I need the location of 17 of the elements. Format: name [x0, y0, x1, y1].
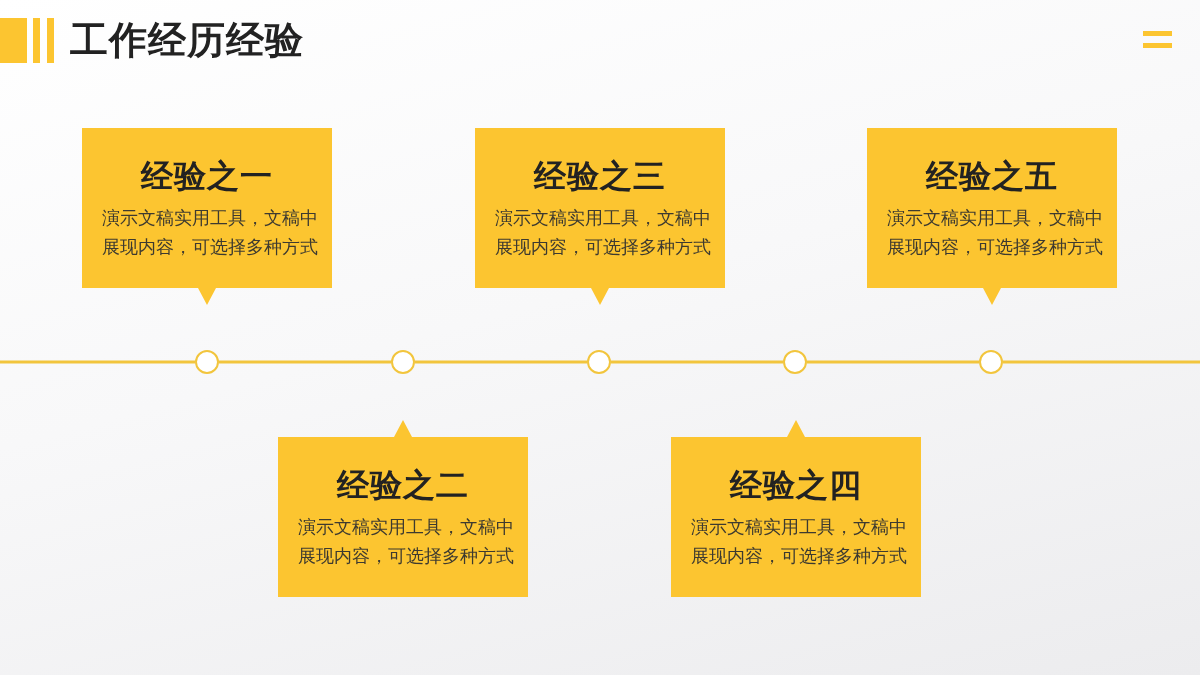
callout-text: 演示文稿实用工具，文稿中展现内容，可选择多种方式	[298, 516, 515, 568]
timeline-line	[807, 360, 979, 364]
callout-heading: 经验之二	[335, 465, 470, 505]
timeline-line	[219, 360, 391, 364]
slide-title: 工作经历经验	[70, 17, 304, 64]
callout-text: 演示文稿实用工具，文稿中展现内容，可选择多种方式	[887, 207, 1104, 259]
callout-heading: 经验之三	[532, 156, 667, 196]
callout-text: 演示文稿实用工具，文稿中展现内容，可选择多种方式	[102, 207, 319, 259]
timeline-line	[1003, 360, 1200, 364]
callout-text: 演示文稿实用工具，文稿中展现内容，可选择多种方式	[495, 207, 712, 259]
callout-heading: 经验之四	[728, 465, 863, 505]
timeline-line	[0, 360, 195, 364]
timeline-line	[415, 360, 587, 364]
callout-heading: 经验之五	[924, 156, 1059, 196]
callout-heading: 经验之一	[139, 156, 274, 196]
timeline-line	[611, 360, 783, 364]
callout-text: 演示文稿实用工具，文稿中展现内容，可选择多种方式	[691, 516, 908, 568]
